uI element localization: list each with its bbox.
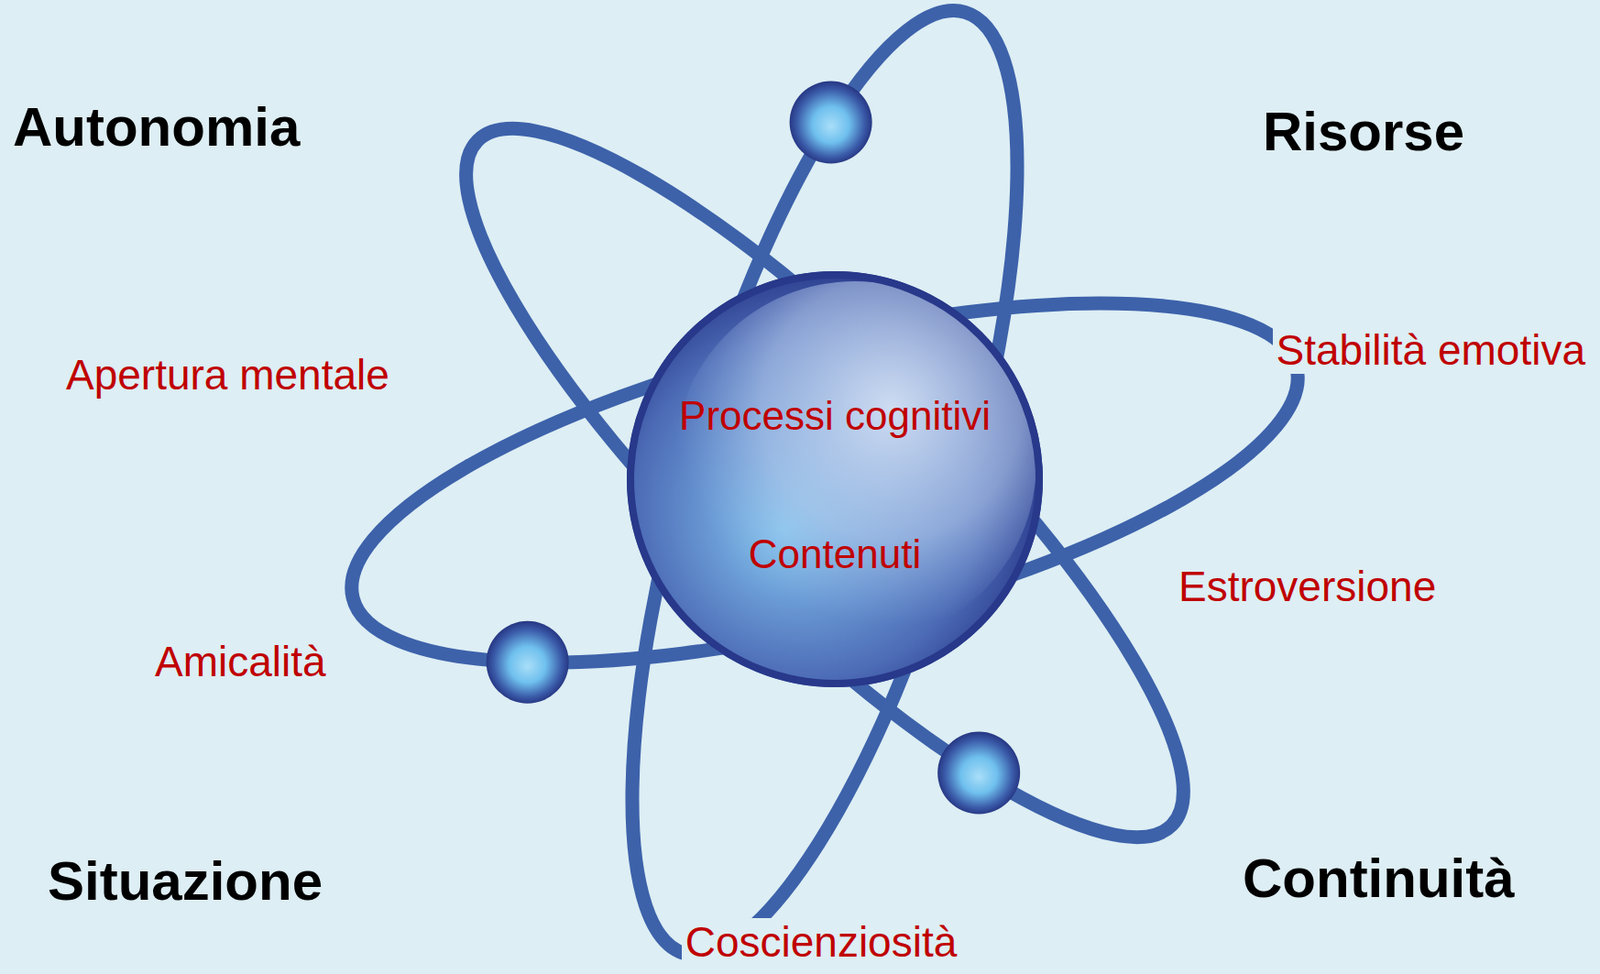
trait-label: Estroversione <box>1174 562 1440 612</box>
factor-label: Situazione <box>47 849 323 913</box>
sphere-shape <box>625 270 1044 689</box>
electron <box>789 80 873 164</box>
orbit <box>552 0 1097 974</box>
factor-label: Autonomia <box>12 95 300 159</box>
sphere-body <box>626 271 1043 688</box>
nucleus-text: Processi cognitivi <box>679 393 991 440</box>
nucleus-text: Contenuti <box>748 531 921 579</box>
orbit <box>387 49 1262 917</box>
orbit <box>318 230 1330 736</box>
factor-label: Continuità <box>1242 846 1515 910</box>
electron <box>937 731 1020 814</box>
electron <box>486 621 570 704</box>
trait-label: Coscienziosità <box>681 918 962 967</box>
orbits <box>318 0 1330 974</box>
trait-label: Apertura mentale <box>62 350 394 400</box>
factor-label: Risorse <box>1262 99 1465 164</box>
trait-label: Amicalità <box>151 637 330 687</box>
sphere-rim <box>630 274 1040 684</box>
nucleus-sphere: Processi cognitiviContenuti <box>625 270 1044 689</box>
trait-label: Stabilità emotiva <box>1272 326 1590 375</box>
